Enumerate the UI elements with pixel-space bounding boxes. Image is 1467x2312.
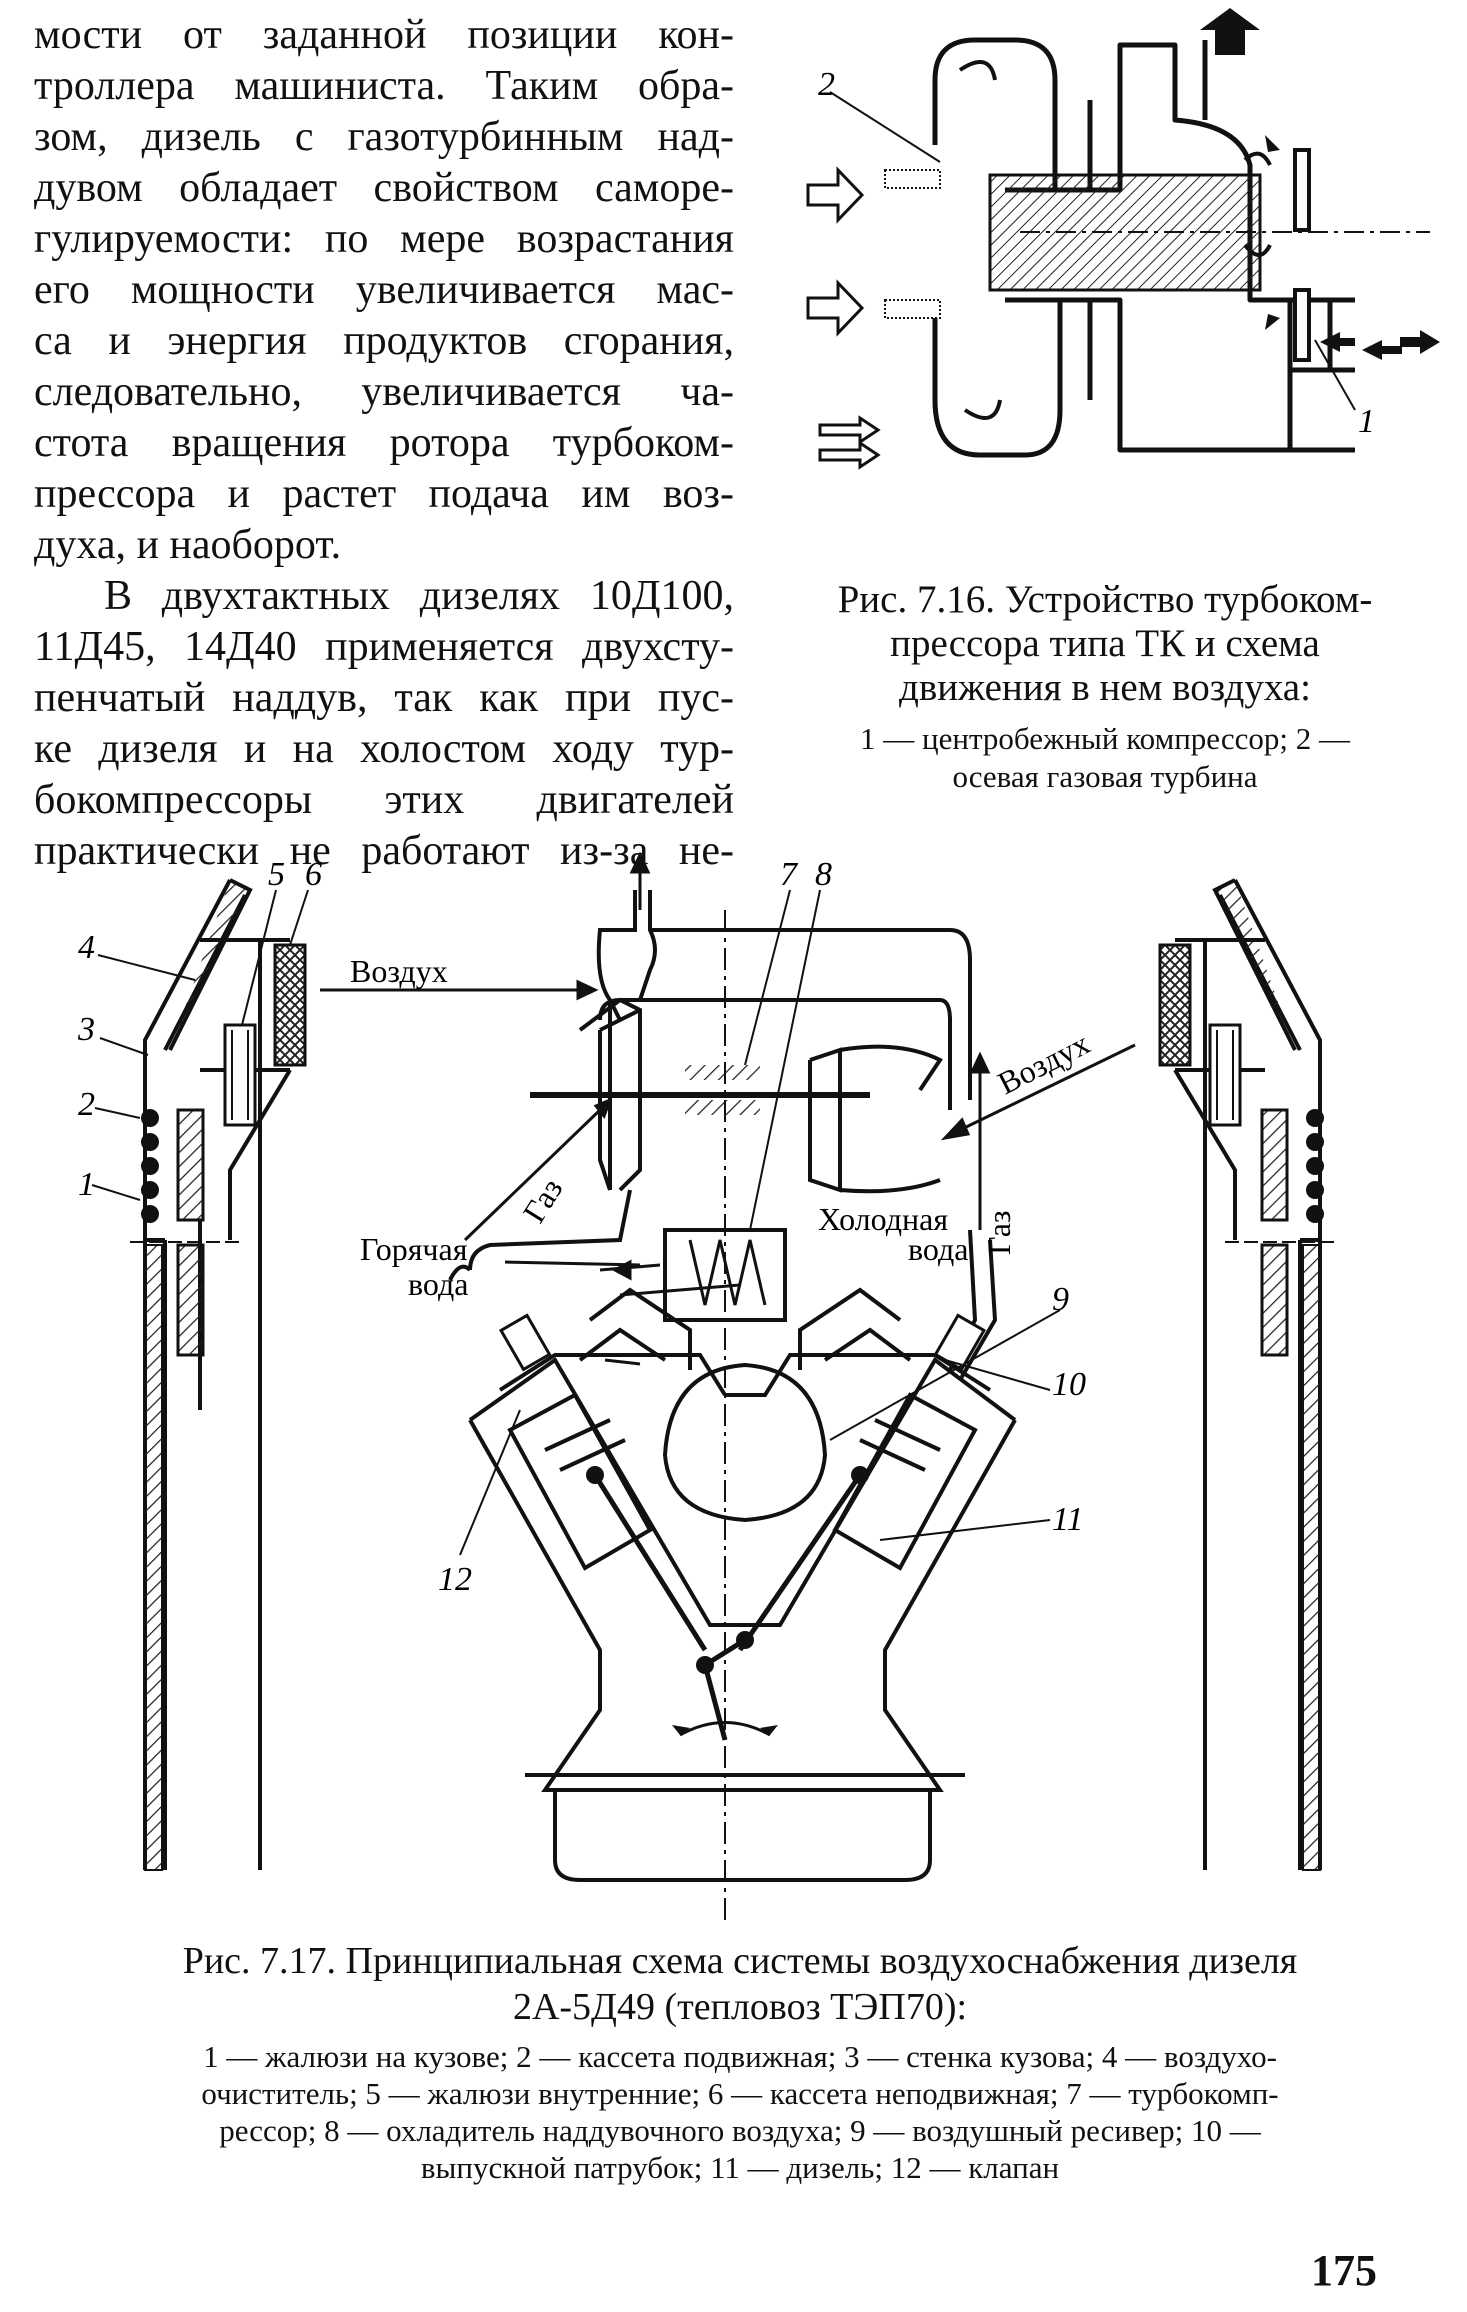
gas-inlet-arrow-icon <box>806 166 865 224</box>
fixed-cassette <box>273 943 307 1067</box>
label-10: 10 <box>1052 1366 1086 1403</box>
text-line: мости от заданной позиции кон- <box>34 12 734 58</box>
label-9: 9 <box>1052 1281 1069 1318</box>
inner-louvers <box>223 1023 257 1127</box>
charge-air-cooler <box>688 1239 767 1306</box>
label-air-left: Воздух <box>350 953 448 989</box>
label-hot-water: Горячая <box>360 1231 468 1267</box>
movable-cassette <box>176 1108 205 1222</box>
label-2: 2 <box>818 66 835 103</box>
legend-line: 1 — центробежный компрессор; 2 — <box>860 721 1350 756</box>
paragraph-1: мости от заданной позиции кон- троллера … <box>34 10 734 571</box>
label-2: 2 <box>78 1086 95 1123</box>
flow-arrow <box>963 399 1002 420</box>
turbocharger <box>685 1065 760 1080</box>
outlet-arrow-icon <box>1200 8 1260 55</box>
compressor-wheel-lower <box>1293 288 1311 362</box>
flow-arrow <box>958 60 997 81</box>
text-line: зом, дизель с газотурбинным над- <box>34 114 734 160</box>
caption-title: Рис. 7.17. Принципиальная схема системы … <box>60 1938 1420 2030</box>
gas-inlet-arrow-icon <box>806 279 865 337</box>
label-cold-water: Холодная <box>818 1201 948 1237</box>
caption-legend: 1 — центробежный компрессор; 2 — осевая … <box>770 720 1440 796</box>
caption-line: прессора типа ТК и схема <box>890 622 1320 665</box>
inlet-arrow-icon <box>1400 330 1440 354</box>
paragraph-2: В двухтактных дизелях 10Д100, 11Д45, 14Д… <box>34 571 734 877</box>
text-line: его мощности увеличивается мас- <box>34 267 734 313</box>
label-1: 1 <box>78 1166 95 1203</box>
left-wall-assembly <box>143 878 292 1870</box>
label-gas-right: Газ <box>981 1210 1017 1255</box>
caption-line: 2А-5Д49 (тепловоз ТЭП70): <box>512 1986 968 2028</box>
caption-line: Рис. 7.16. Устройство турбоком- <box>837 578 1373 621</box>
text-line: са и энергия продуктов сгорания, <box>34 318 734 364</box>
text-line: практически не работают из-за не- <box>34 828 734 874</box>
caption-line: движения в нем воздуха: <box>899 666 1311 709</box>
text-line: 11Д45, 14Д40 применяется двухсту- <box>34 624 734 670</box>
diesel-engine <box>448 890 1017 1882</box>
label-cold-water-2: вода <box>908 1231 968 1267</box>
rotor-shaft <box>988 173 1262 292</box>
compressor-wheel <box>1293 148 1311 232</box>
body-text: мости от заданной позиции кон- троллера … <box>34 10 734 877</box>
body-louvers <box>141 1109 159 1223</box>
text-line: пенчатый наддув, так как при пус- <box>34 675 734 721</box>
compressor-casing <box>1055 42 1293 453</box>
text-line: В двухтактных дизелях 10Д100, <box>104 573 734 619</box>
label-hot-water-2: вода <box>408 1266 468 1302</box>
turbine-volute-upper <box>932 37 1058 193</box>
text-line: прессора и растет подача им воз- <box>34 471 734 517</box>
label-11: 11 <box>1052 1501 1083 1538</box>
label-5: 5 <box>268 856 285 893</box>
label-3: 3 <box>77 1011 95 1048</box>
page-number: 175 <box>1311 2246 1377 2295</box>
text-line: троллера машиниста. Таким обра- <box>34 63 734 109</box>
label-12: 12 <box>438 1561 472 1598</box>
text-line: дувом обладает свойством саморе- <box>34 165 734 211</box>
turbine-volute-lower <box>932 297 1063 458</box>
figure-7-16-caption: Рис. 7.16. Устройство турбоком- прессора… <box>770 578 1440 796</box>
label-1: 1 <box>1358 403 1375 440</box>
caption-title: Рис. 7.16. Устройство турбоком- прессора… <box>770 578 1440 710</box>
right-wall-assembly <box>1173 878 1322 1870</box>
label-4: 4 <box>78 929 95 966</box>
caption-legend: 1 — жалюзи на кузове; 2 — кассета подвиж… <box>60 2038 1420 2186</box>
text-line: бокомпрессоры этих двигателей <box>34 777 734 823</box>
legend-line: очиститель; 5 — жалюзи внутренние; 6 — к… <box>201 2076 1279 2111</box>
air-supply-system-diagram: 4 3 2 1 5 6 7 8 9 10 11 12 Воздух Воздух… <box>77 851 1335 1925</box>
text-line: ке дизеля и на холостом ходу тур- <box>34 726 734 772</box>
label-8: 8 <box>815 856 832 893</box>
text-line: следовательно, увеличивается ча- <box>34 369 734 415</box>
label-6: 6 <box>305 856 322 893</box>
legend-air-arrow-icon <box>818 415 881 445</box>
caption-line: Рис. 7.17. Принципиальная схема системы … <box>182 1940 1298 1982</box>
text-line: стота вращения ротора турбоком- <box>34 420 734 466</box>
text-line: гулируемости: по мере возрастания <box>34 216 734 262</box>
text-line: духа, и наоборот. <box>34 522 342 568</box>
turbocharger-diagram: 2 1 <box>806 8 1440 470</box>
legend-gas-arrow-icon <box>818 440 881 470</box>
legend-line: рессор; 8 — охладитель наддувочного возд… <box>219 2113 1261 2148</box>
legend-line: выпускной патрубок; 11 — дизель; 12 — кл… <box>420 2150 1060 2185</box>
label-7: 7 <box>780 856 799 893</box>
valve <box>498 1313 552 1372</box>
legend-line: 1 — жалюзи на кузове; 2 — кассета подвиж… <box>203 2039 1277 2074</box>
figure-7-17-caption: Рис. 7.17. Принципиальная схема системы … <box>60 1938 1420 2186</box>
label-gas-left: Газ <box>515 1172 569 1229</box>
legend-line: осевая газовая турбина <box>952 759 1258 794</box>
